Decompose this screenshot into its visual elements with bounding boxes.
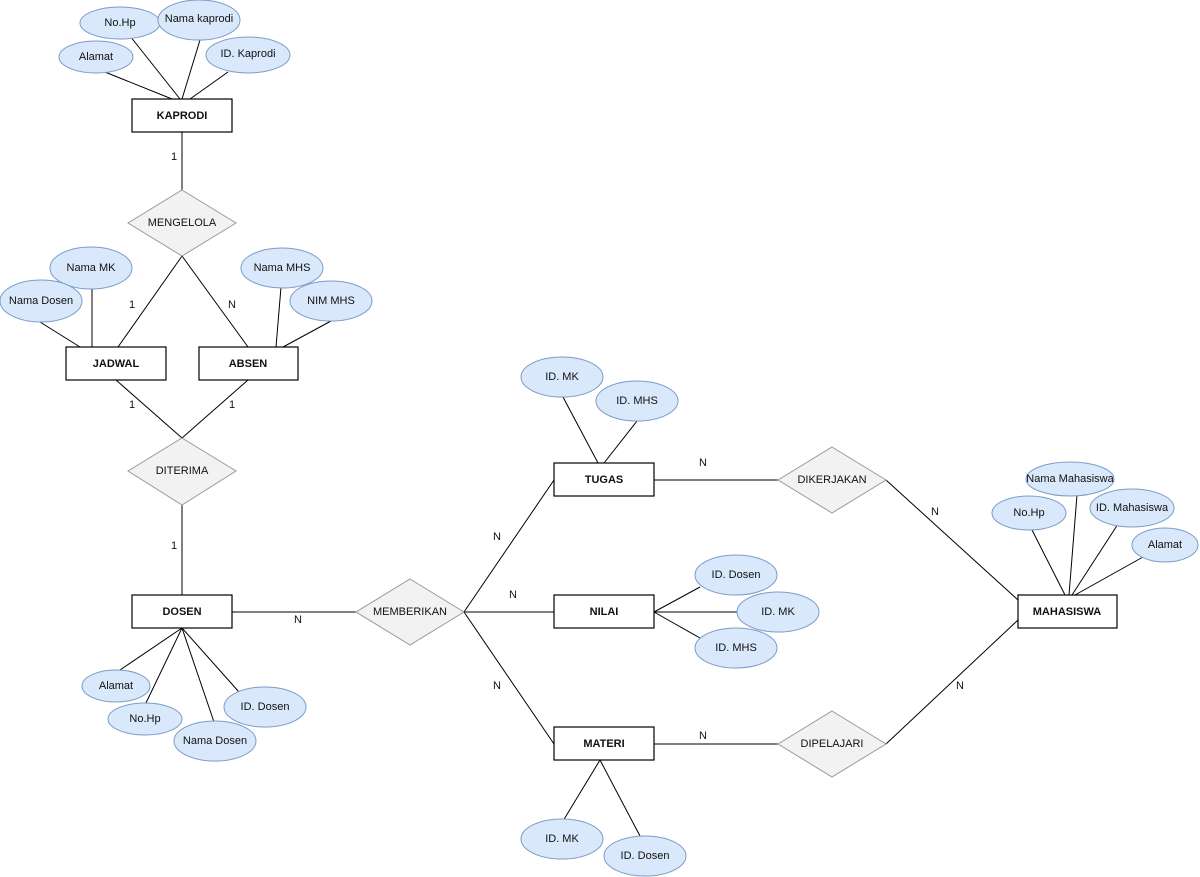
attribute-nilai-id-dosen[interactable]: ID. Dosen bbox=[694, 554, 778, 596]
svg-text:MEMBERIKAN: MEMBERIKAN bbox=[373, 606, 447, 618]
svg-text:Nama MK: Nama MK bbox=[67, 262, 117, 274]
attribute-kaprodi-id[interactable]: ID. Kaprodi bbox=[205, 36, 291, 74]
entity-kaprodi[interactable]: KAPRODI bbox=[131, 98, 233, 133]
svg-text:Nama Mahasiswa: Nama Mahasiswa bbox=[1026, 473, 1114, 485]
attribute-kaprodi-nama[interactable]: Nama kaprodi bbox=[157, 0, 241, 41]
svg-text:Alamat: Alamat bbox=[99, 680, 133, 692]
cardinality-memberikan-nilai: N bbox=[509, 589, 517, 601]
entity-tugas[interactable]: TUGAS bbox=[553, 462, 655, 497]
svg-text:NIM MHS: NIM MHS bbox=[307, 295, 355, 307]
svg-text:DIKERJAKAN: DIKERJAKAN bbox=[797, 474, 866, 486]
attribute-mahasiswa-alamat[interactable]: Alamat bbox=[1131, 527, 1199, 563]
attribute-jadwal-nama-mk[interactable]: Nama MK bbox=[49, 246, 133, 290]
attribute-nilai-id-mhs[interactable]: ID. MHS bbox=[694, 627, 778, 669]
cardinality-memberikan-tugas: N bbox=[493, 531, 501, 543]
svg-text:DIPELAJARI: DIPELAJARI bbox=[801, 738, 864, 750]
attribute-mahasiswa-nama[interactable]: Nama Mahasiswa bbox=[1025, 461, 1115, 497]
svg-text:ID. MHS: ID. MHS bbox=[616, 395, 658, 407]
attribute-nilai-id-mk[interactable]: ID. MK bbox=[736, 591, 820, 633]
svg-text:ID. Kaprodi: ID. Kaprodi bbox=[220, 48, 275, 60]
svg-text:ID. Dosen: ID. Dosen bbox=[241, 701, 290, 713]
attribute-dosen-nama[interactable]: Nama Dosen bbox=[173, 720, 257, 762]
relationship-diterima[interactable]: DITERIMA bbox=[127, 437, 237, 506]
svg-text:JADWAL: JADWAL bbox=[93, 358, 140, 370]
entity-dosen[interactable]: DOSEN bbox=[131, 594, 233, 629]
svg-text:MENGELOLA: MENGELOLA bbox=[148, 217, 217, 229]
cardinality-jadwal-diterima: 1 bbox=[129, 399, 135, 411]
cardinality-dikerjakan-mahasiswa: N bbox=[931, 506, 939, 518]
cardinality-mengelola-jadwal: 1 bbox=[129, 299, 135, 311]
attribute-tugas-id-mhs[interactable]: ID. MHS bbox=[595, 380, 679, 422]
entity-absen[interactable]: ABSEN bbox=[198, 346, 299, 381]
svg-text:ID. MK: ID. MK bbox=[761, 606, 795, 618]
svg-text:No.Hp: No.Hp bbox=[1013, 507, 1044, 519]
svg-text:NILAI: NILAI bbox=[590, 606, 619, 618]
attribute-dosen-id[interactable]: ID. Dosen bbox=[223, 686, 307, 728]
entity-nilai[interactable]: NILAI bbox=[553, 594, 655, 629]
svg-text:Nama MHS: Nama MHS bbox=[254, 262, 311, 274]
connector-lines bbox=[39, 35, 1144, 837]
relationship-mengelola[interactable]: MENGELOLA bbox=[127, 189, 237, 257]
cardinality-diterima-dosen: 1 bbox=[171, 540, 177, 552]
svg-text:ID. MK: ID. MK bbox=[545, 833, 579, 845]
svg-text:ID. MHS: ID. MHS bbox=[715, 642, 757, 654]
attribute-kaprodi-no-hp[interactable]: No.Hp bbox=[79, 6, 161, 40]
cardinality-dosen-memberikan: N bbox=[294, 614, 302, 626]
attribute-tugas-id-mk[interactable]: ID. MK bbox=[520, 356, 604, 398]
svg-text:ID. MK: ID. MK bbox=[545, 371, 579, 383]
attribute-mahasiswa-id[interactable]: ID. Mahasiswa bbox=[1089, 488, 1175, 528]
svg-text:MAHASISWA: MAHASISWA bbox=[1033, 606, 1102, 618]
svg-text:Nama Dosen: Nama Dosen bbox=[183, 735, 247, 747]
svg-text:Alamat: Alamat bbox=[1148, 539, 1182, 551]
svg-text:TUGAS: TUGAS bbox=[585, 474, 624, 486]
attribute-materi-id-mk[interactable]: ID. MK bbox=[520, 818, 604, 860]
cardinality-tugas-dikerjakan: N bbox=[699, 457, 707, 469]
svg-text:Alamat: Alamat bbox=[79, 51, 113, 63]
relationship-dipelajari[interactable]: DIPELAJARI bbox=[777, 710, 887, 778]
attribute-absen-nama-mhs[interactable]: Nama MHS bbox=[240, 247, 324, 289]
entity-materi[interactable]: MATERI bbox=[553, 726, 655, 761]
svg-text:Nama kaprodi: Nama kaprodi bbox=[165, 13, 233, 25]
cardinality-labels: 1 1 N 1 1 1 N N N N N N N N bbox=[129, 151, 964, 742]
svg-text:ABSEN: ABSEN bbox=[229, 358, 268, 370]
cardinality-absen-diterima: 1 bbox=[229, 399, 235, 411]
svg-text:ID. Dosen: ID. Dosen bbox=[621, 850, 670, 862]
svg-text:MATERI: MATERI bbox=[583, 738, 624, 750]
svg-text:No.Hp: No.Hp bbox=[104, 17, 135, 29]
attribute-dosen-no-hp[interactable]: No.Hp bbox=[107, 702, 183, 736]
svg-text:ID. Dosen: ID. Dosen bbox=[712, 569, 761, 581]
svg-text:KAPRODI: KAPRODI bbox=[157, 110, 208, 122]
entities: KAPRODI JADWAL ABSEN DOSEN TUGAS NILAI M… bbox=[65, 98, 1118, 761]
svg-text:DITERIMA: DITERIMA bbox=[156, 465, 209, 477]
attribute-jadwal-nama-dosen[interactable]: Nama Dosen bbox=[0, 279, 83, 323]
svg-text:ID. Mahasiswa: ID. Mahasiswa bbox=[1096, 502, 1169, 514]
attribute-materi-id-dosen[interactable]: ID. Dosen bbox=[603, 835, 687, 877]
svg-text:DOSEN: DOSEN bbox=[162, 606, 201, 618]
cardinality-mengelola-absen: N bbox=[228, 299, 236, 311]
svg-text:Nama Dosen: Nama Dosen bbox=[9, 295, 73, 307]
entity-mahasiswa[interactable]: MAHASISWA bbox=[1017, 594, 1118, 629]
cardinality-materi-dipelajari: N bbox=[699, 730, 707, 742]
relationship-memberikan[interactable]: MEMBERIKAN bbox=[355, 578, 465, 646]
svg-text:No.Hp: No.Hp bbox=[129, 713, 160, 725]
relationship-dikerjakan[interactable]: DIKERJAKAN bbox=[777, 446, 887, 514]
cardinality-kaprodi-mengelola: 1 bbox=[171, 151, 177, 163]
entity-jadwal[interactable]: JADWAL bbox=[65, 346, 167, 381]
attribute-dosen-alamat[interactable]: Alamat bbox=[81, 669, 151, 703]
relationships: MENGELOLA DITERIMA MEMBERIKAN DIKERJAKAN… bbox=[127, 189, 887, 778]
attribute-kaprodi-alamat[interactable]: Alamat bbox=[58, 40, 134, 74]
cardinality-memberikan-materi: N bbox=[493, 680, 501, 692]
attribute-absen-nim-mhs[interactable]: NIM MHS bbox=[289, 280, 373, 322]
cardinality-dipelajari-mahasiswa: N bbox=[956, 680, 964, 692]
attribute-mahasiswa-no-hp[interactable]: No.Hp bbox=[991, 495, 1067, 531]
